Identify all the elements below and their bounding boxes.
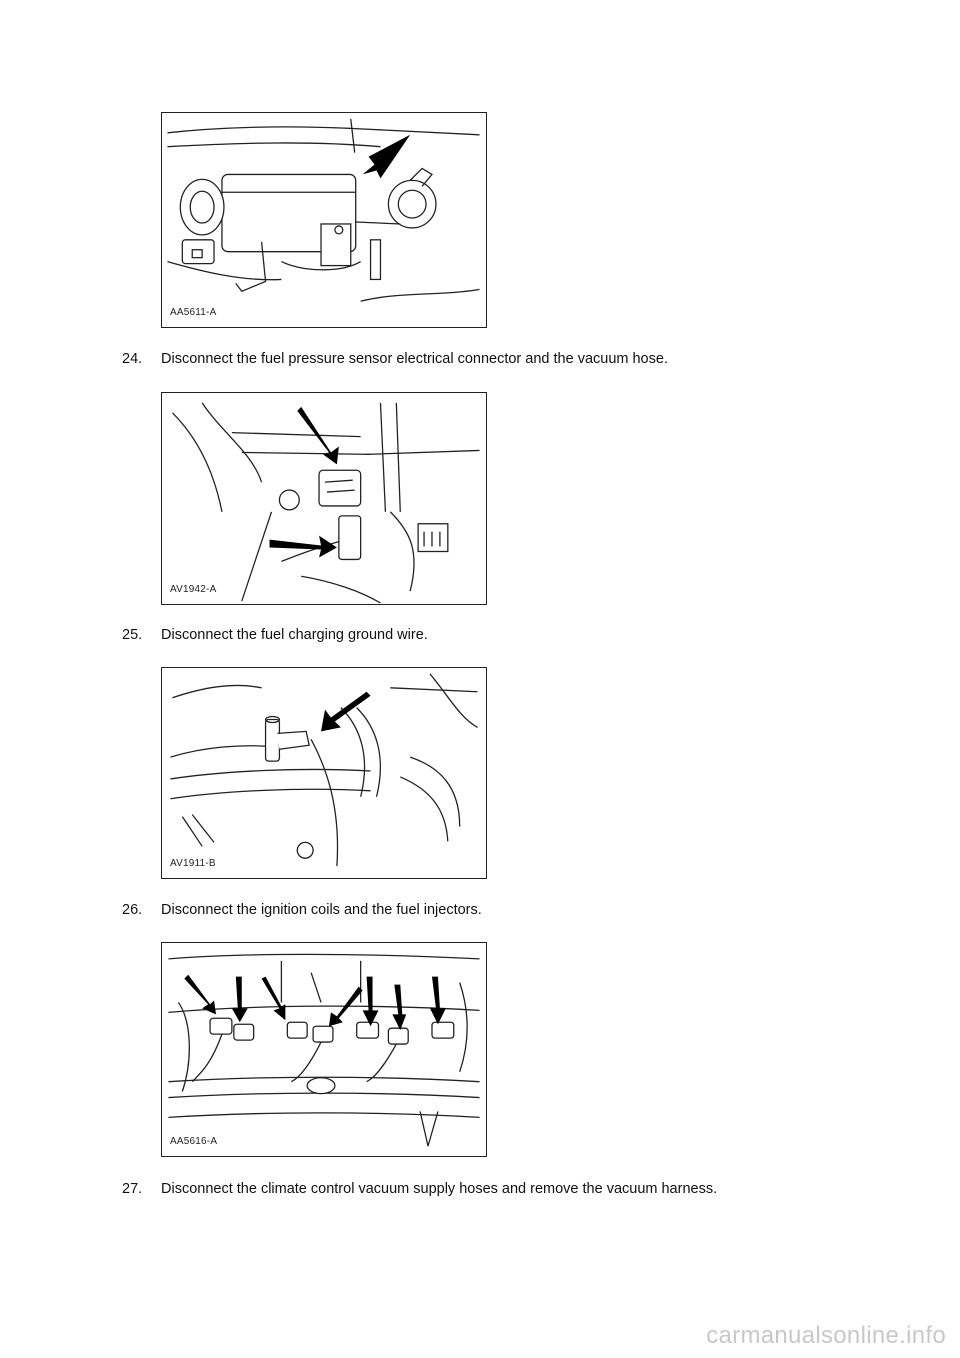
step-number: 26. [122,902,143,918]
arrow-icon [261,976,286,1021]
step-24: 24. Disconnect the fuel pressure sensor e… [122,351,668,367]
arrow-icon [184,974,217,1015]
arrow-icon [430,976,446,1025]
figure-label: AA5611-A [170,307,217,318]
arrow-icon [269,535,337,558]
throttle-body-illustration [167,118,480,302]
arrow-icon [297,406,339,465]
step-25: 25. Disconnect the fuel charging ground w… [122,627,428,643]
ground-wire-illustration [170,673,478,867]
figure-fuel-pressure-sensor: AV1942-A [161,392,487,605]
arrow-icon [362,134,411,179]
arrow-icon [321,691,371,732]
arrow-icon [328,986,363,1027]
step-text: Disconnect the fuel charging ground wire… [161,627,428,643]
ignition-coils-illustration [168,953,480,1147]
figure-label: AV1911-B [170,858,216,869]
watermark: carmanualsonline.info [706,1322,946,1349]
figure-ignition-coils: AA5616-A [161,942,487,1157]
step-27: 27. Disconnect the climate control vacuum… [122,1181,717,1197]
step-number: 24. [122,351,143,367]
step-text: Disconnect the climate control vacuum su… [161,1181,718,1197]
figure-ground-wire: AV1911-B [161,667,487,879]
arrow-icon [392,984,407,1031]
step-number: 27. [122,1181,143,1197]
arrow-icon [231,976,248,1023]
step-26: 26. Disconnect the ignition coils and the… [122,902,482,918]
figure-label: AV1942-A [170,584,217,595]
fuel-pressure-sensor-illustration [171,402,480,604]
step-text: Disconnect the fuel pressure sensor elec… [161,351,668,367]
arrow-icon [362,976,379,1027]
step-number: 25. [122,627,143,643]
figure-throttle-body: AA5611-A [161,112,487,328]
figure-label: AA5616-A [170,1136,218,1147]
step-text: Disconnect the ignition coils and the fu… [161,902,482,918]
